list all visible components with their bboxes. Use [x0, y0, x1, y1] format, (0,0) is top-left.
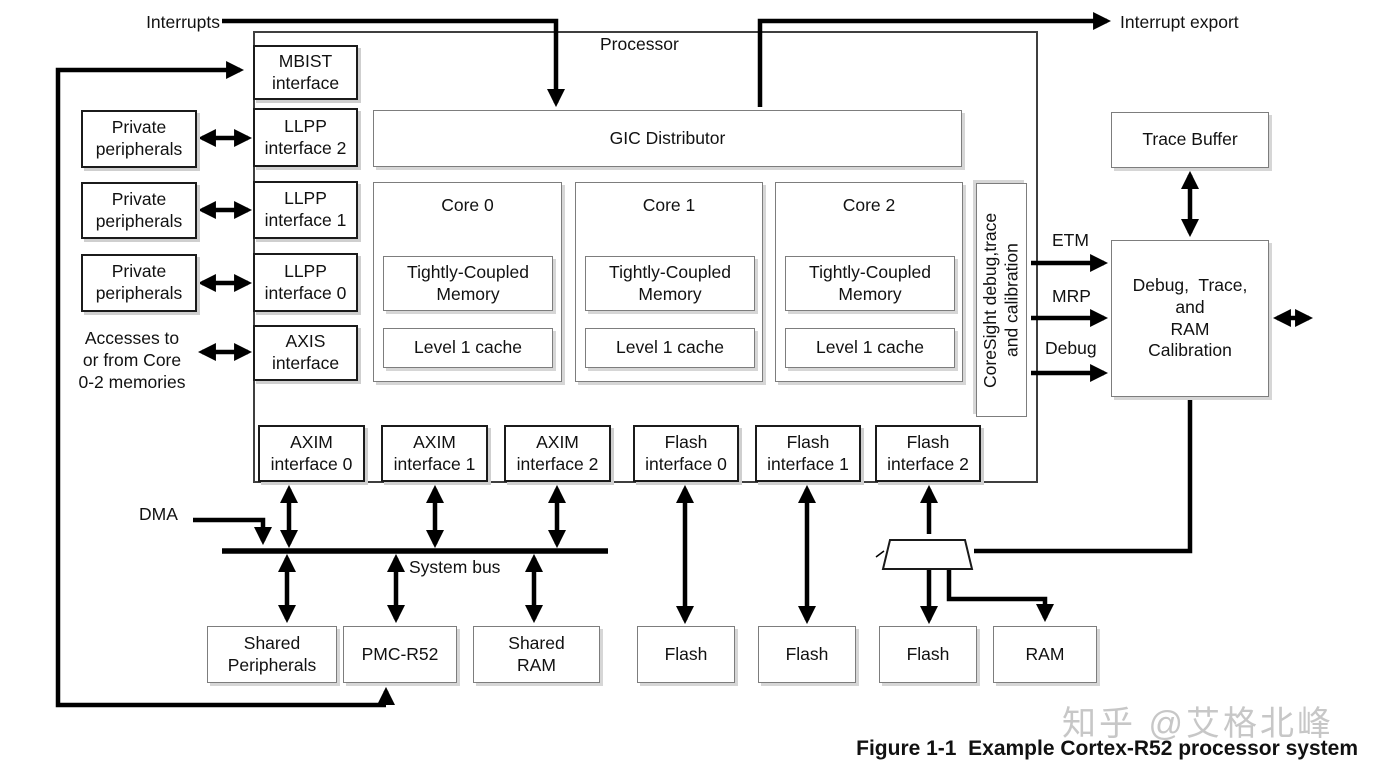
box-flash-0: Flash — [637, 626, 735, 683]
processor-label: Processor — [600, 34, 679, 54]
box-core-2: Core 2 Tightly-Coupled Memory Level 1 ca… — [775, 182, 963, 382]
dma-label: DMA — [139, 504, 178, 524]
core-2-title: Core 2 — [842, 195, 896, 215]
interrupts-arrow — [222, 18, 565, 108]
box-axim-interface-1: AXIM interface 1 — [381, 425, 488, 482]
box-core-0-l1-cache: Level 1 cache — [383, 328, 553, 368]
dma-arrow — [193, 517, 272, 546]
box-core-2-tcm: Tightly-Coupled Memory — [785, 256, 955, 311]
box-llpp-interface-0: LLPP interface 0 — [253, 253, 358, 312]
box-core-2-l1-cache: Level 1 cache — [785, 328, 955, 368]
box-pmc-r52: PMC-R52 — [343, 626, 457, 683]
box-flash-interface-2: Flash interface 2 — [875, 425, 981, 482]
debug-box-to-mux-line — [974, 397, 1193, 554]
box-flash-2: Flash — [879, 626, 977, 683]
box-mbist-interface: MBIST interface — [253, 45, 358, 100]
box-llpp-interface-1: LLPP interface 1 — [253, 181, 358, 239]
box-private-peripherals-0: Private peripherals — [81, 110, 197, 168]
box-axim-interface-0: AXIM interface 0 — [258, 425, 365, 482]
box-flash-interface-0: Flash interface 0 — [633, 425, 739, 482]
figure-caption: Figure 1-1 Example Cortex-R52 processor … — [856, 737, 1358, 760]
mux-select-tick — [875, 550, 885, 558]
mrp-label: MRP — [1052, 286, 1091, 306]
system-bus-label: System bus — [409, 557, 501, 577]
box-axim-interface-2: AXIM interface 2 — [504, 425, 611, 482]
box-core-1-tcm: Tightly-Coupled Memory — [585, 256, 755, 311]
box-core-1: Core 1 Tightly-Coupled Memory Level 1 ca… — [575, 182, 763, 382]
interrupts-label: Interrupts — [146, 12, 220, 32]
box-axis-interface: AXIS interface — [253, 325, 358, 381]
accesses-note: Accesses to or from Core 0-2 memories — [78, 328, 186, 392]
box-core-0-tcm: Tightly-Coupled Memory — [383, 256, 553, 311]
box-private-peripherals-2: Private peripherals — [81, 254, 197, 312]
box-core-1-l1-cache: Level 1 cache — [585, 328, 755, 368]
mux-trapezoid — [881, 539, 974, 570]
box-flash-interface-1: Flash interface 1 — [755, 425, 861, 482]
box-shared-peripherals: Shared Peripherals — [207, 626, 337, 683]
box-trace-buffer: Trace Buffer — [1111, 112, 1269, 168]
interrupt-export-label: Interrupt export — [1120, 12, 1239, 32]
etm-label: ETM — [1052, 230, 1089, 250]
box-ram: RAM — [993, 626, 1097, 683]
box-debug-trace-ram-calibration: Debug, Trace, and RAM Calibration — [1111, 240, 1269, 397]
box-core-0: Core 0 Tightly-Coupled Memory Level 1 ca… — [373, 182, 562, 382]
box-private-peripherals-1: Private peripherals — [81, 182, 197, 239]
mux-to-ram-arrow — [946, 569, 1054, 623]
core-0-title: Core 0 — [441, 195, 494, 215]
debug-label: Debug — [1045, 338, 1097, 358]
watermark: 知乎 @艾格北峰 — [1062, 705, 1334, 743]
box-gic-distributor: GIC Distributor — [373, 110, 962, 167]
core-1-title: Core 1 — [642, 195, 696, 215]
box-shared-ram: Shared RAM — [473, 626, 600, 683]
box-llpp-interface-2: LLPP interface 2 — [253, 108, 358, 167]
box-flash-1: Flash — [758, 626, 856, 683]
interrupt-export-arrow — [757, 12, 1112, 107]
mbist-feedback-line — [55, 61, 386, 708]
box-coresight: CoreSight debug,trace and calibration — [976, 183, 1027, 417]
